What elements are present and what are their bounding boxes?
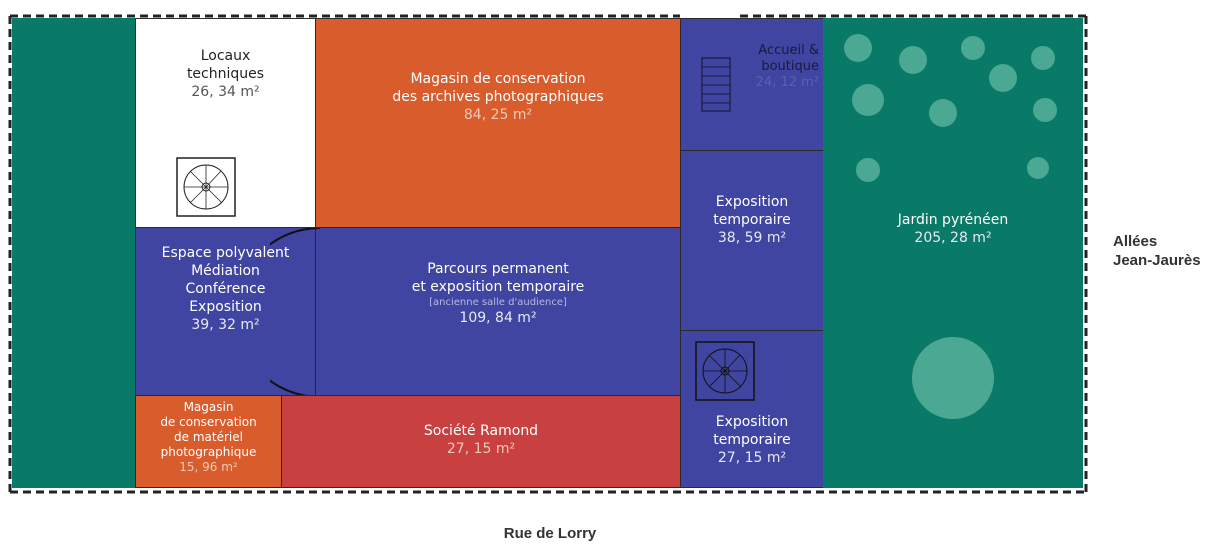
room-name-line: Magasin de conservation — [410, 71, 586, 87]
room-magasin-archives: Magasin de conservation des archives pho… — [315, 18, 681, 228]
room-name-line: et exposition temporaire — [411, 279, 585, 295]
room-societe-ramond: Société Ramond 27, 15 m² — [281, 395, 681, 488]
room-jardin-pyreneen: Jardin pyrénéen 205, 28 m² — [823, 18, 1083, 488]
room-name-line: Conférence — [185, 281, 266, 297]
spiral-staircase-icon — [695, 341, 755, 401]
room-name-line: de matériel — [174, 430, 243, 444]
room-label: Locaux techniques 26, 34 m² — [136, 47, 315, 101]
room-name-line: Espace polyvalent — [161, 245, 290, 261]
room-locaux-techniques: Locaux techniques 26, 34 m² — [135, 18, 316, 228]
room-area: 39, 32 m² — [191, 317, 260, 333]
room-label: Magasin de conservation des archives pho… — [316, 70, 680, 124]
room-name-line: temporaire — [713, 432, 791, 448]
room-label: Parcours permanent et exposition tempora… — [316, 260, 680, 327]
room-area: 27, 15 m² — [717, 450, 787, 466]
room-parcours-permanent: Parcours permanent et exposition tempora… — [270, 227, 681, 397]
room-name-line: boutique — [761, 59, 819, 74]
room-name-line: photographique — [160, 445, 257, 459]
room-espace-polyvalent: Espace polyvalent Médiation Conférence E… — [135, 227, 316, 396]
room-area: 205, 28 m² — [914, 230, 992, 246]
room-accueil-boutique: Accueil & boutique 24, 12 m² — [680, 18, 824, 151]
room-name-line: Exposition — [715, 194, 789, 210]
room-area: 109, 84 m² — [459, 310, 537, 326]
room-label: Jardin pyrénéen 205, 28 m² — [823, 211, 1083, 247]
room-area: 27, 15 m² — [446, 441, 516, 457]
room-name-line: Accueil & — [758, 43, 819, 58]
room-area: 15, 96 m² — [179, 460, 238, 474]
room-name-line: Exposition — [715, 414, 789, 430]
room-exposition-temporaire-2: Exposition temporaire 27, 15 m² — [680, 330, 824, 488]
spiral-staircase-icon — [176, 157, 236, 217]
room-label: Exposition temporaire 27, 15 m² — [681, 413, 823, 467]
room-note: [ancienne salle d'audience] — [429, 297, 567, 308]
room-area: 24, 12 m² — [755, 75, 819, 90]
room-name-line: Magasin — [183, 400, 234, 414]
room-name-line: temporaire — [713, 212, 791, 228]
room-name-line: Société Ramond — [423, 423, 539, 439]
room-name-line: Jardin pyrénéen — [897, 212, 1009, 228]
room-name-line: techniques — [186, 66, 265, 82]
room-magasin-materiel: Magasin de conservation de matériel phot… — [135, 395, 282, 488]
room-label: Société Ramond 27, 15 m² — [282, 422, 680, 458]
street-label-south: Rue de Lorry — [503, 525, 597, 542]
room-name-line: des archives photographiques — [392, 89, 604, 105]
tree-icon — [844, 34, 1057, 419]
room-label: Magasin de conservation de matériel phot… — [136, 400, 281, 475]
street-name-line: Allées — [1113, 233, 1158, 250]
straight-staircase-icon — [701, 57, 731, 112]
room-area: 26, 34 m² — [191, 84, 260, 100]
room-label: Exposition temporaire 38, 59 m² — [681, 193, 823, 247]
room-area: 38, 59 m² — [717, 230, 787, 246]
room-name-line: Exposition — [189, 299, 262, 315]
room-area: 84, 25 m² — [463, 107, 533, 123]
room-name-line: de conservation — [160, 415, 257, 429]
street-label-east: Allées Jean-Jaurès — [1113, 232, 1201, 270]
room-name-line: Médiation — [191, 263, 260, 279]
room-label: Espace polyvalent Médiation Conférence E… — [136, 244, 315, 334]
room-name-line: Parcours permanent — [427, 261, 569, 277]
street-name-line: Jean-Jaurès — [1113, 252, 1201, 269]
left-green-strip — [12, 18, 136, 488]
room-exposition-temporaire-1: Exposition temporaire 38, 59 m² — [680, 150, 824, 331]
room-label: Accueil & boutique 24, 12 m² — [735, 43, 819, 91]
apse-wall — [270, 228, 321, 397]
room-name-line: Locaux — [200, 48, 251, 64]
